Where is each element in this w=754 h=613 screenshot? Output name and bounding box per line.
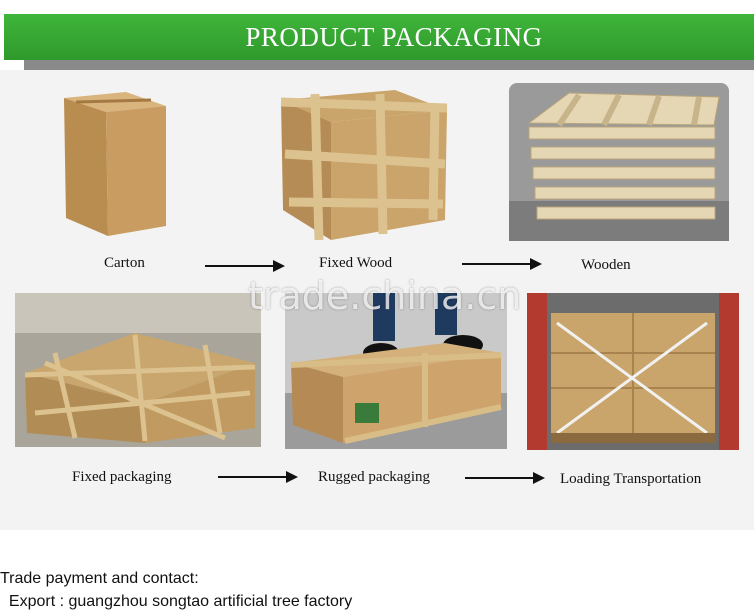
carton-photo [56,86,174,242]
rugged-packaging-photo [285,293,507,449]
banner-shadow [24,60,754,70]
footer-trade-title: Trade payment and contact: [0,570,199,587]
wooden-pallets-photo [509,83,729,241]
arrow-icon [205,260,285,272]
footer-export-line: Export : guangzhou songtao artificial tr… [0,593,353,610]
label-loading-transportation: Loading Transportation [560,471,702,487]
label-carton: Carton [104,255,145,271]
fixed-wood-photo [275,84,453,246]
label-wooden: Wooden [581,257,631,273]
header-banner: PRODUCT PACKAGING [4,14,754,60]
watermark: trade.china.cn [248,274,522,318]
label-rugged-packaging: Rugged packaging [318,469,431,485]
arrow-icon [465,472,545,484]
arrow-icon [462,258,542,270]
page-title: PRODUCT PACKAGING [245,22,543,52]
label-fixed-packaging: Fixed packaging [72,469,172,485]
arrow-icon [218,471,298,483]
fixed-packaging-photo [15,293,261,447]
loading-transportation-photo [527,293,739,450]
label-fixed-wood: Fixed Wood [319,255,393,271]
